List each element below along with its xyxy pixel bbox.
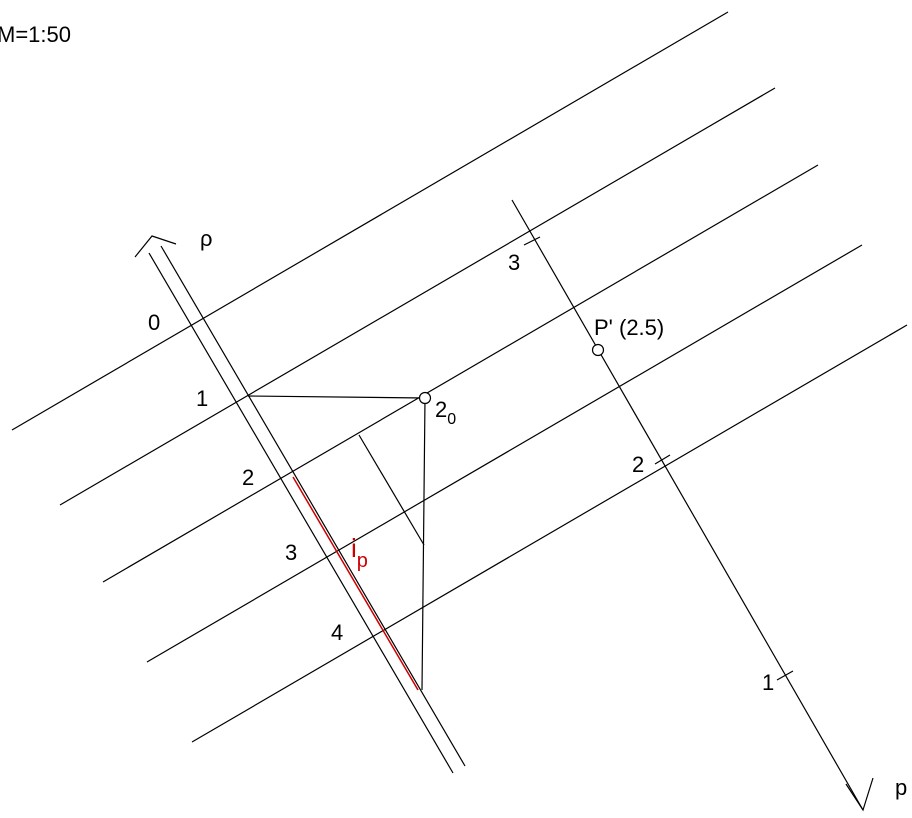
rho-scale: 0 1 2 3 4: [148, 310, 343, 645]
p-scale-1: 1: [762, 670, 774, 695]
p-tick-1: [776, 670, 794, 681]
p-label: p: [895, 775, 907, 800]
p-arrowhead: [845, 777, 874, 812]
point-p-prime: [591, 343, 605, 357]
rho-scale-3: 3: [285, 540, 297, 565]
rho-scale-0: 0: [148, 310, 160, 335]
rho-scale-1: 1: [196, 386, 208, 411]
point-p-prime-label: P' (2.5): [594, 315, 664, 340]
p-scale-3: 3: [508, 250, 520, 275]
rho-arrowhead: [134, 235, 177, 258]
construction-line-top: [247, 395, 426, 399]
rho-axis-line-left: [148, 252, 454, 774]
contour-line-3: [146, 244, 863, 663]
contour-line-4: [191, 324, 908, 743]
rho-scale-2: 2: [242, 465, 254, 490]
point-2-0: [418, 391, 432, 405]
p-axis-line: [511, 199, 864, 811]
p-tick-2: [654, 454, 671, 465]
contour-line-0: [11, 11, 729, 431]
rho-scale-4: 4: [331, 620, 343, 645]
p-scale: 3 2 1: [508, 250, 774, 695]
rho-label: ρ: [200, 226, 213, 251]
interval-label: ip: [351, 533, 368, 572]
contour-lines: [11, 11, 908, 743]
construction-lines: [247, 395, 426, 691]
contour-line-2: [102, 164, 819, 583]
contour-line-1: [59, 87, 776, 506]
p-tick-3: [523, 236, 541, 246]
point-2-0-label: 20: [435, 397, 456, 428]
construction-line-perpendicular: [358, 434, 425, 546]
rho-axis-line-right: [160, 245, 466, 767]
p-scale-2: 2: [632, 452, 644, 477]
scale-label: M=1:50: [0, 22, 71, 47]
p-axis: [511, 199, 874, 812]
rho-axis: [134, 235, 466, 774]
interval-segment: [292, 476, 419, 691]
